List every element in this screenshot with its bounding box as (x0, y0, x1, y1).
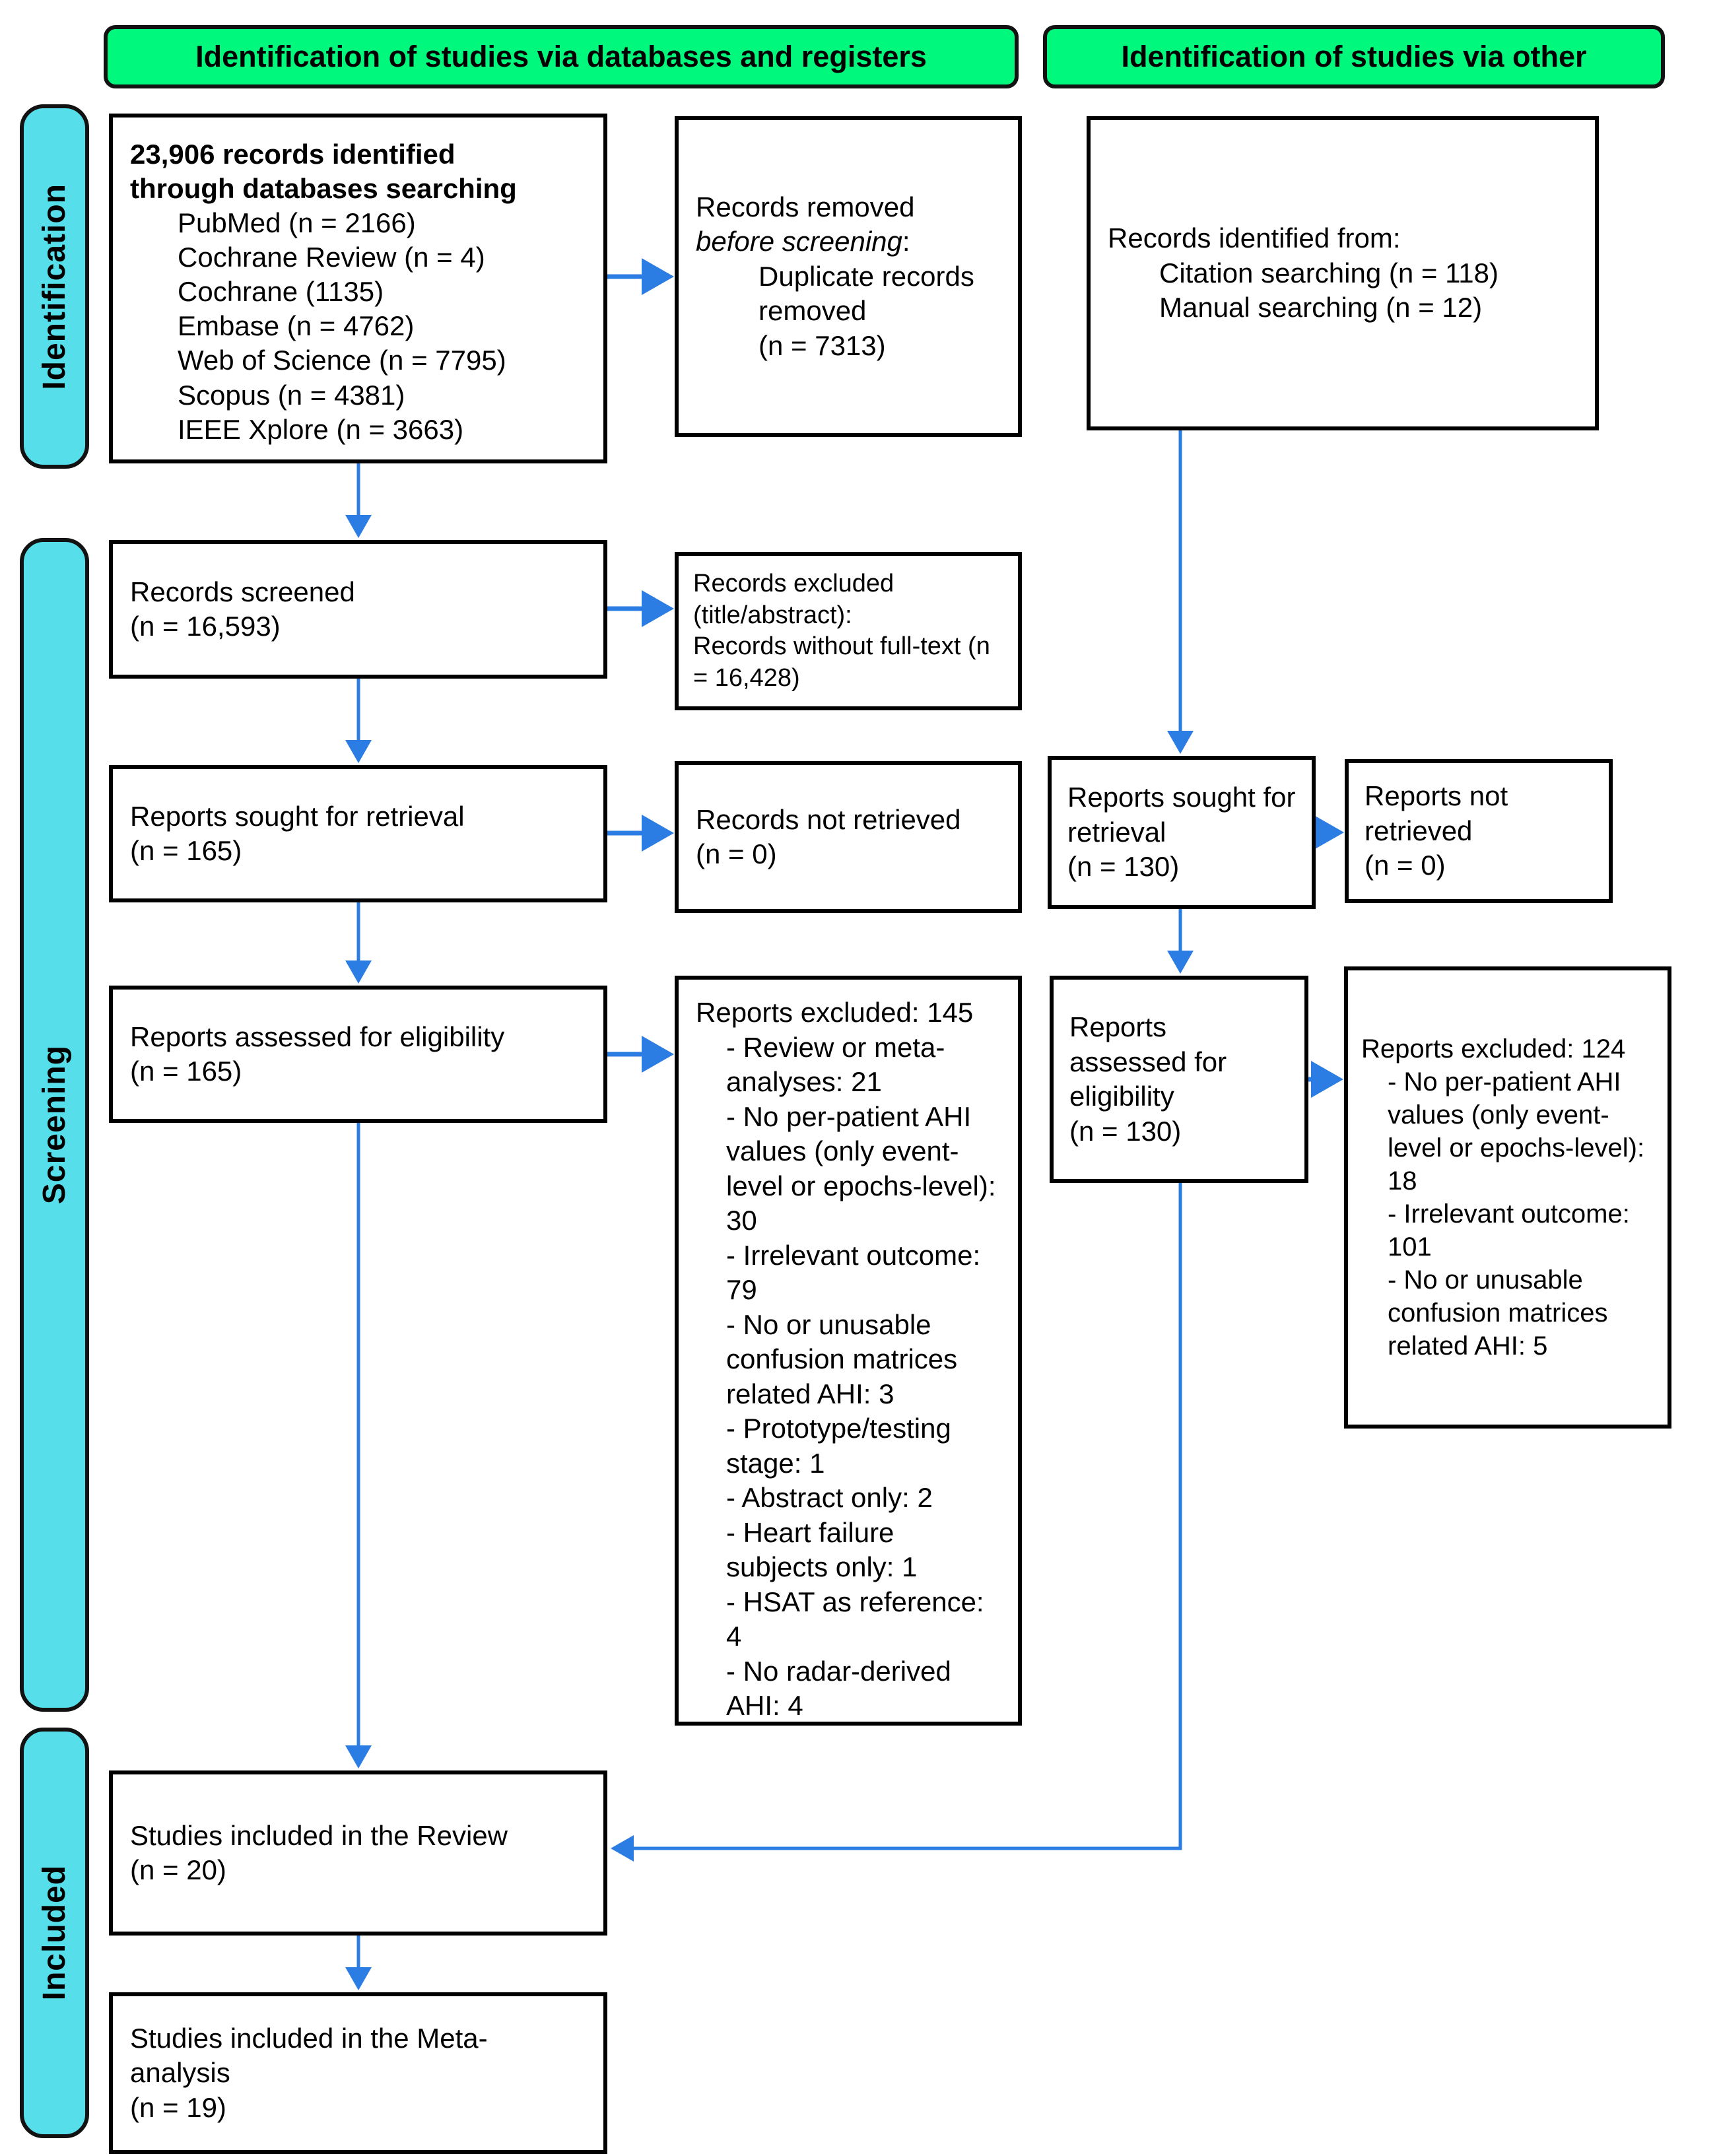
text-line: (n = 130) (1069, 1115, 1182, 1147)
text-line: - No or unusable confusion matrices rela… (1388, 1265, 1608, 1361)
box-studies-included-meta-analysis: Studies included in the Meta-analysis(n … (109, 1992, 607, 2154)
text-line: IEEE Xplore (n = 3663) (178, 413, 464, 445)
text-line: Cochrane (1135) (178, 276, 384, 308)
text-line: Embase (n = 4762) (178, 310, 415, 342)
box-records-screened: Records screened (n = 16,593) (109, 540, 607, 679)
text-line: Records not retrieved (696, 803, 961, 835)
box-reports-assessed-other: Reports assessed for eligibility(n = 130… (1050, 976, 1308, 1183)
text-line: Studies included in the Meta-analysis (130, 2022, 488, 2089)
stage-included-text: Included (37, 1865, 72, 2001)
excluded-145-title: Reports excluded: 145 (696, 997, 974, 1028)
box-records-not-retrieved-databases: Records not retrieved(n = 0) (675, 761, 1022, 913)
header-identification-other: Identification of studies via other (1043, 25, 1665, 88)
text-line: - Irrelevant outcome: 79 (726, 1239, 981, 1306)
text-line: - Heart failure subjects only: 1 (726, 1516, 918, 1583)
removed-lead-italic-line: before screening: (696, 224, 1001, 259)
db-title-line2: through databases searching (130, 173, 517, 205)
box-records-identified-databases: 23,906 records identified through databa… (109, 114, 607, 463)
box-reports-sought-other: Reports sought for retrieval(n = 130) (1048, 756, 1316, 909)
excluded-124-title: Reports excluded: 124 (1361, 1034, 1626, 1063)
text-line: Studies included in the Review (130, 1819, 508, 1851)
text-line: Reports assessed for eligibility (130, 1021, 505, 1052)
text-line: (n = 165) (130, 1056, 242, 1087)
text-line: Reports assessed for eligibility (1069, 1011, 1227, 1112)
text-line: - No per-patient AHI values (only event-… (1388, 1067, 1645, 1196)
box-reports-excluded-124: Reports excluded: 124 - No per-patient A… (1344, 966, 1671, 1429)
removed-colon: : (902, 226, 910, 257)
text-line: Web of Science (n = 7795) (178, 345, 506, 376)
text-line: (n = 19) (130, 2091, 226, 2123)
text-line: Duplicate records removed (758, 260, 974, 327)
box-records-excluded-title-abstract: Records excluded (title/abstract):Record… (675, 552, 1022, 710)
text-line: - Abstract only: 2 (726, 1482, 933, 1513)
text-line: PubMed (n = 2166) (178, 207, 416, 239)
removed-before-screening-italic: before screening (696, 226, 902, 257)
text-line: (n = 16,593) (130, 611, 281, 642)
text-line: (n = 165) (130, 835, 242, 866)
box-reports-assessed-databases: Reports assessed for eligibility (n = 165… (109, 986, 607, 1123)
text-line: Cochrane Review (n = 4) (178, 242, 485, 273)
excluded-145-reason-list: - Review or meta-analyses: 21- No per-pa… (696, 1030, 1001, 1724)
box-studies-included-review: Studies included in the Review(n = 20) (109, 1770, 607, 1936)
text-line: - Review or meta-analyses: 21 (726, 1031, 945, 1098)
stage-screening-text: Screening (37, 1045, 72, 1205)
text-line: (n = 0) (1365, 850, 1446, 881)
text-line: - No per-patient AHI values (only event-… (726, 1100, 996, 1236)
box-reports-sought-databases: Reports sought for retrieval(n = 165) (109, 765, 607, 902)
box-records-removed-before-screening: Records removed before screening: Duplic… (675, 116, 1022, 437)
box-reports-not-retrieved-other: Reports not retrieved (n = 0) (1345, 759, 1613, 903)
text-line: - No or unusable confusion matrices rela… (726, 1308, 958, 1409)
text-line: (n = 20) (130, 1854, 226, 1885)
text-line: Citation searching (n = 118) (1159, 257, 1499, 288)
text-line: Reports sought for retrieval (1067, 782, 1296, 848)
box-reports-excluded-145: Reports excluded: 145 - Review or meta-a… (675, 976, 1022, 1726)
text-line: Records without full-text (n = 16,428) (693, 632, 990, 692)
stage-identification-text: Identification (37, 183, 72, 390)
stage-label-included: Included (20, 1728, 89, 2138)
removed-detail-list: Duplicate records removed(n = 7313) (696, 259, 1001, 364)
text-line: - HSAT as reference: 4 (726, 1586, 984, 1652)
text-line: Records screened (130, 576, 355, 607)
text-line: Reports sought for retrieval (130, 800, 465, 832)
header-identification-databases: Identification of studies via databases … (104, 25, 1019, 88)
text-line: (n = 130) (1067, 851, 1180, 883)
text-line: (n = 0) (696, 838, 777, 869)
text-line: (n = 7313) (758, 329, 886, 361)
text-line: Manual searching (n = 12) (1159, 292, 1483, 323)
stage-label-screening: Screening (20, 538, 89, 1712)
text-line: - No radar-derived AHI: 4 (726, 1655, 951, 1722)
header-other-label: Identification of studies via other (1121, 40, 1587, 73)
text-line: Records excluded (title/abstract): (693, 570, 894, 629)
db-title-line1: 23,906 records identified (130, 139, 455, 170)
db-source-list: PubMed (n = 2166)Cochrane Review (n = 4)… (130, 206, 586, 447)
removed-lead: Records removed (696, 191, 915, 222)
excluded-124-reason-list: - No per-patient AHI values (only event-… (1361, 1065, 1654, 1363)
text-line: - Irrelevant outcome: 101 (1388, 1199, 1630, 1262)
text-line: Reports not retrieved (1365, 780, 1508, 846)
other-records-source-list: Citation searching (n = 118) Manual searc… (1108, 256, 1578, 325)
text-line: Scopus (n = 4381) (178, 379, 405, 411)
text-line: - Prototype/testing stage: 1 (726, 1413, 951, 1479)
arrow-other-assessed-to-review (611, 1183, 1182, 1862)
header-databases-label: Identification of studies via databases … (195, 40, 927, 73)
other-records-lead: Records identified from: (1108, 222, 1401, 254)
stage-label-identification: Identification (20, 104, 89, 469)
box-records-identified-other: Records identified from: Citation search… (1087, 116, 1599, 430)
